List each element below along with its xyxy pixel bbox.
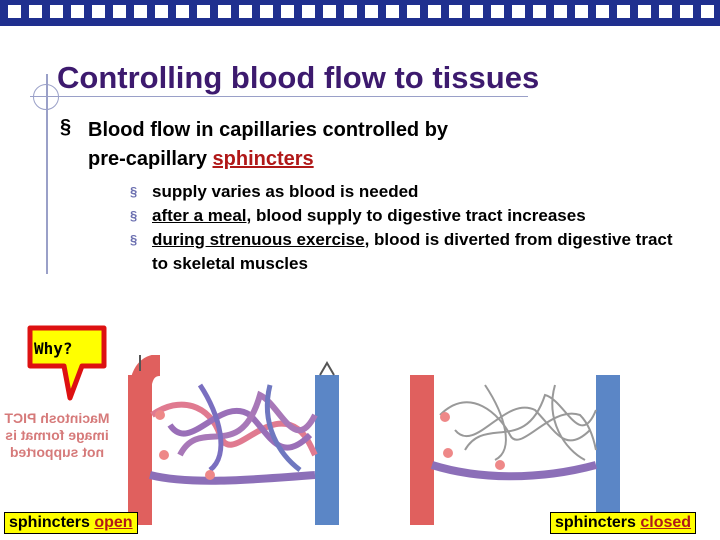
main-bullet: Blood flow in capillaries controlled by … [88, 116, 648, 174]
header-square-decor [113, 5, 126, 18]
decor-horizontal-line [30, 96, 528, 97]
artery-left [128, 375, 152, 525]
vein-right [596, 375, 620, 525]
header-square-decor [449, 5, 462, 18]
label-sphincters-open: sphincters open [4, 512, 138, 534]
header-square-decor [8, 5, 21, 18]
header-square-decor [596, 5, 609, 18]
sub-bullet-marker: § [130, 208, 138, 223]
header-square-decor [491, 5, 504, 18]
header-square-decor [554, 5, 567, 18]
sub-bullet: §supply varies as blood is needed [130, 180, 690, 204]
why-speech-bubble [27, 325, 107, 401]
header-square-decor [344, 5, 357, 18]
header-square-decor [29, 5, 42, 18]
header-square-decor [512, 5, 525, 18]
header-square-decor [575, 5, 588, 18]
header-square-decor [260, 5, 273, 18]
header-square-decor [638, 5, 651, 18]
header-square-decor [155, 5, 168, 18]
main-bullet-prefix: pre-capillary [88, 148, 213, 170]
header-square-decor [50, 5, 63, 18]
header-square-decor [470, 5, 483, 18]
sub-bullet: §during strenuous exercise, blood is div… [130, 230, 673, 273]
header-square-decor [407, 5, 420, 18]
header-square-decor [176, 5, 189, 18]
sub-bullet-marker: § [130, 232, 138, 247]
label-sphincters-closed: sphincters closed [550, 512, 697, 534]
main-bullet-line2: pre-capillary sphincters [88, 145, 648, 174]
header-bar [0, 0, 720, 26]
capillary-illustration [128, 355, 620, 525]
header-square-decor [92, 5, 105, 18]
missing-image-placeholder: Macintosh PICT image format is not suppo… [4, 410, 110, 460]
flow-arrow-out [319, 361, 335, 376]
header-square-decor [302, 5, 315, 18]
artery-right [410, 375, 434, 525]
header-square-decor [659, 5, 672, 18]
why-bubble-text: Why? [34, 339, 73, 358]
slide-title: Controlling blood flow to tissues [57, 60, 540, 95]
sub-bullet-list: §supply varies as blood is needed §after… [130, 180, 690, 276]
sphincters-highlight: sphincters [212, 148, 314, 170]
capillary-bed-open [128, 355, 339, 525]
main-bullet-line1: Blood flow in capillaries controlled by [88, 119, 449, 141]
header-square-decor [197, 5, 210, 18]
capillary-bed-closed [410, 375, 620, 525]
sub-bullet: §after a meal, blood supply to digestive… [130, 204, 690, 228]
header-square-decor [533, 5, 546, 18]
decor-vertical-line [46, 74, 48, 274]
header-square-decor [428, 5, 441, 18]
header-square-decor [365, 5, 378, 18]
header-square-decor [218, 5, 231, 18]
header-square-decor [701, 5, 714, 18]
decor-crosshair-circle [33, 84, 59, 110]
header-square-decor [617, 5, 630, 18]
header-square-decor [71, 5, 84, 18]
header-square-decor [386, 5, 399, 18]
header-square-decor [239, 5, 252, 18]
sub-bullet-marker: § [130, 184, 138, 199]
bullet-marker: § [60, 116, 72, 138]
vein-left [315, 375, 339, 525]
header-square-decor [323, 5, 336, 18]
header-square-decor [680, 5, 693, 18]
header-square-decor [134, 5, 147, 18]
header-square-decor [281, 5, 294, 18]
